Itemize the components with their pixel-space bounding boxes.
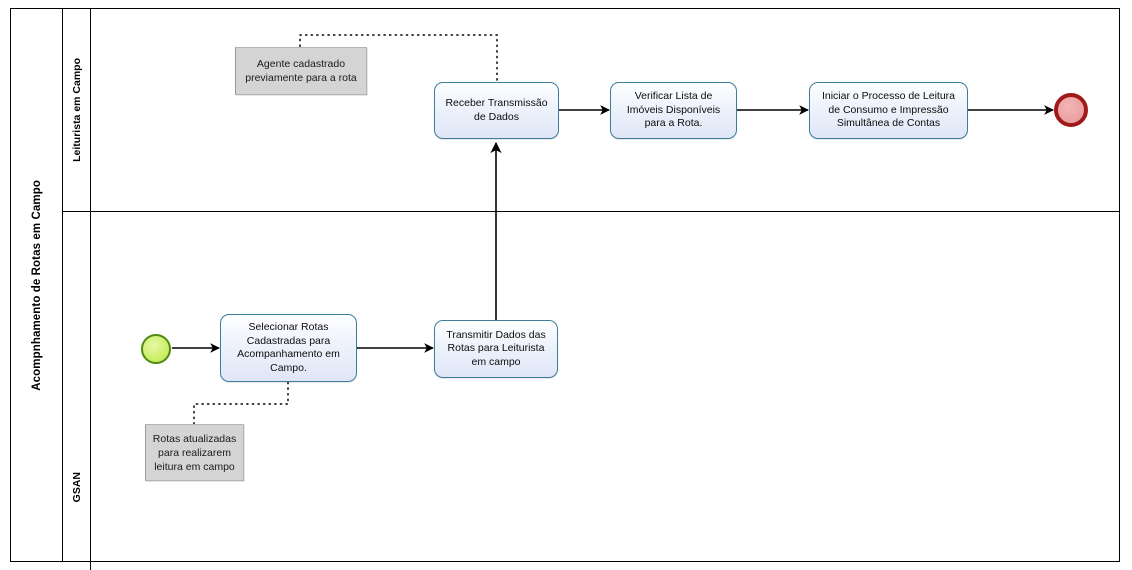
annotation-rotas-atualizadas[interactable]: Rotas atualizadas para realizarem leitur… xyxy=(145,424,244,481)
lane-label-text-gsan: GSAN xyxy=(70,471,83,503)
lane-label-gsan: GSAN xyxy=(63,211,91,570)
pool-label: Acompnhamento de Rotas em Campo xyxy=(11,9,63,561)
association-rotas-atualizadas xyxy=(193,381,289,425)
task-verificar-lista-de-imoveis[interactable]: Verificar Lista de Imóveis Disponíveis p… xyxy=(610,82,737,139)
annotation-agente-cadastrado[interactable]: Agente cadastrado previamente para a rot… xyxy=(235,47,367,95)
task-receber-transmissao-de-dados[interactable]: Receber Transmissão de Dados xyxy=(434,82,559,139)
task-transmitir-dados-das-rotas[interactable]: Transmitir Dados das Rotas para Leituris… xyxy=(434,320,558,378)
start-event[interactable] xyxy=(141,334,171,364)
task-iniciar-processo-de-leitura[interactable]: Iniciar o Processo de Leitura de Consumo… xyxy=(809,82,968,139)
lane-divider xyxy=(63,211,1119,212)
pool-label-text: Acompnhamento de Rotas em Campo xyxy=(30,179,43,391)
lane-label-text-leiturista: Leiturista em Campo xyxy=(70,58,83,162)
lane-label-leiturista-em-campo: Leiturista em Campo xyxy=(63,9,91,211)
task-selecionar-rotas-cadastradas[interactable]: Selecionar Rotas Cadastradas para Acompa… xyxy=(220,314,357,382)
end-event[interactable] xyxy=(1054,93,1088,127)
association-agente-cadastrado xyxy=(299,34,498,81)
pool-acompanhamento-de-rotas-em-campo: Acompnhamento de Rotas em Campo Leituris… xyxy=(10,8,1120,570)
